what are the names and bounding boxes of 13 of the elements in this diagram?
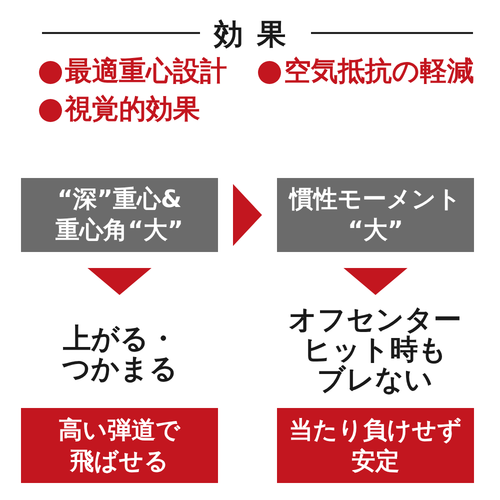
outcome-text: オフセンターヒット時もブレない bbox=[288, 305, 462, 395]
result-box: 高い弾道で飛ばせる bbox=[21, 408, 218, 483]
outcome-text: 上がる・つかまる bbox=[62, 324, 178, 384]
arrow bbox=[344, 268, 408, 295]
process-box: 慣性モーメント“大” bbox=[277, 178, 474, 252]
process-box: “深”重心&重心角“大” bbox=[21, 178, 218, 252]
bullet-label: 視覚的効果 bbox=[65, 95, 200, 125]
bullet-label: 空気抵抗の軽減 bbox=[284, 57, 474, 87]
arrow bbox=[88, 268, 152, 295]
title: 効果 bbox=[214, 17, 300, 51]
arrow bbox=[233, 184, 262, 246]
result-box: 当たり負けせず安定 bbox=[277, 408, 474, 483]
bullet-label: 最適重心設計 bbox=[65, 57, 227, 87]
